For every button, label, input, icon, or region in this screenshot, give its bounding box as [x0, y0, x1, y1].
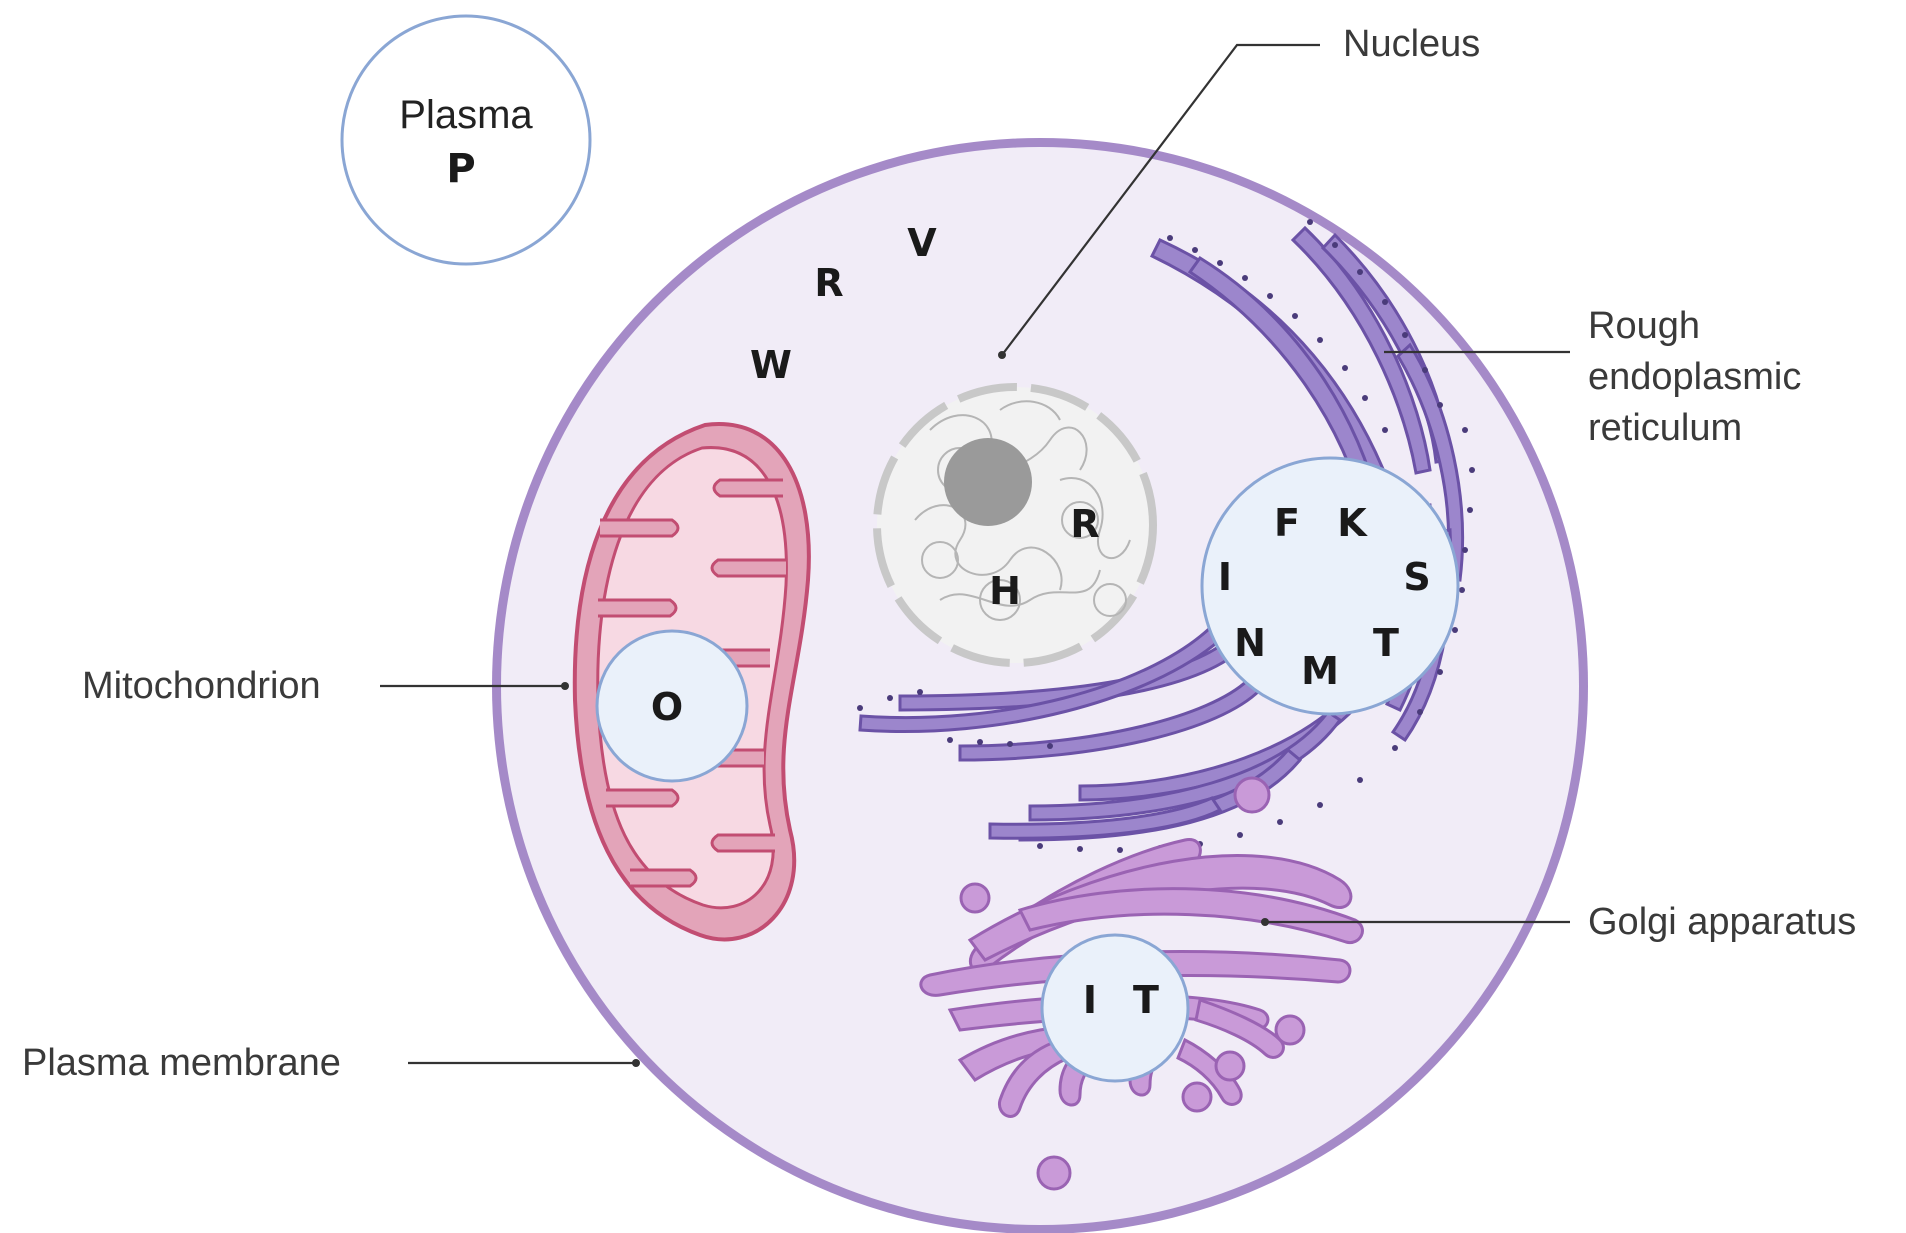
rer-letter-i: I — [1218, 555, 1232, 599]
plasma-bubble-title: Plasma — [399, 93, 533, 137]
golgi-letter-t: T — [1133, 978, 1159, 1022]
rer-letter-n: N — [1234, 621, 1266, 665]
leader-mitochondrion — [380, 682, 569, 690]
leader-golgi — [1261, 918, 1570, 926]
nucleus-letter-h: H — [989, 569, 1021, 613]
cytoplasm-letter-v: V — [907, 221, 937, 265]
nucleus — [873, 383, 1157, 667]
label-rer-line3: reticulum — [1588, 407, 1742, 449]
label-plasma-membrane: Plasma membrane — [22, 1042, 341, 1084]
leader-plasma-membrane — [408, 1059, 640, 1067]
golgi-letter-i: I — [1083, 978, 1097, 1022]
mito-bubble: O — [595, 629, 749, 783]
cytoplasm-letter-r: R — [814, 261, 843, 305]
label-nucleus: Nucleus — [1343, 23, 1480, 65]
plasma-bubble-letter: P — [446, 146, 475, 192]
rer-letter-m: M — [1301, 649, 1339, 693]
plasma-bubble: Plasma P — [340, 14, 592, 266]
ribosomes — [857, 219, 1475, 853]
vesicles — [959, 776, 1306, 1191]
mito-letter-o: O — [651, 685, 683, 729]
label-rer-line1: Rough — [1588, 305, 1700, 347]
rer-letter-s: S — [1403, 555, 1430, 599]
golgi-bubble: I T — [1040, 933, 1190, 1083]
label-golgi: Golgi apparatus — [1588, 901, 1856, 943]
label-rer-line2: endoplasmic — [1588, 356, 1801, 398]
rer-letter-k: K — [1337, 501, 1368, 545]
rer-bubble: F K I S N T M — [1200, 456, 1460, 716]
rer-letter-f: F — [1274, 501, 1300, 545]
label-mitochondrion: Mitochondrion — [82, 665, 321, 707]
cytoplasm-letter-w: W — [750, 343, 792, 387]
nucleus-letter-r: R — [1070, 502, 1099, 546]
rer-letter-t: T — [1373, 621, 1399, 665]
nucleolus — [944, 438, 1032, 526]
leader-nucleus — [998, 43, 1320, 359]
